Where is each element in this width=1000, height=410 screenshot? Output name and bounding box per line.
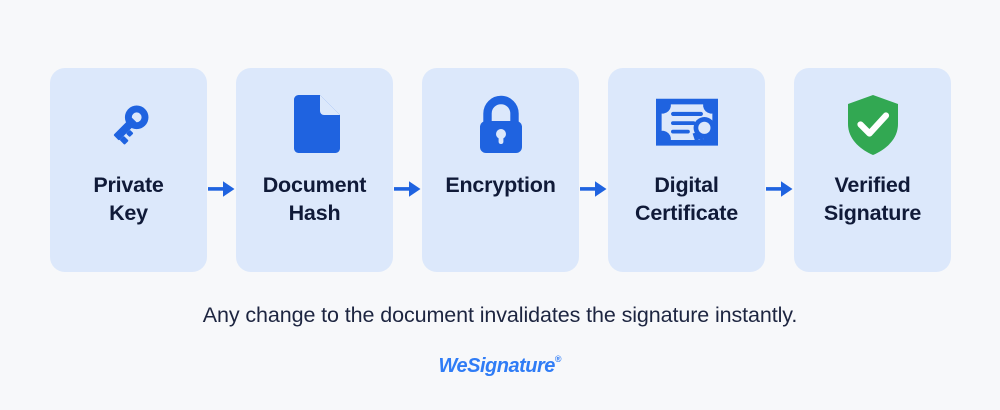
flow-step-label: Digital Certificate [635, 173, 738, 225]
flow-step-label: Private Key [93, 173, 164, 225]
lock-icon [470, 94, 532, 156]
flow-steps-row: Private Key Document Hash [50, 68, 951, 272]
arrow-right-icon [765, 68, 794, 272]
arrow-right-icon [579, 68, 608, 272]
flow-step-encryption[interactable]: Encryption [422, 68, 579, 272]
arrow-right-icon [207, 68, 236, 272]
flow-step-label: Encryption [445, 173, 556, 197]
diagram-caption: Any change to the document invalidates t… [202, 303, 798, 327]
registered-trademark-icon: ® [554, 353, 562, 364]
arrow-right-icon [393, 68, 422, 272]
document-icon [284, 94, 346, 156]
flow-step-verified-signature[interactable]: Verified Signature [794, 68, 951, 272]
flow-step-document-hash[interactable]: Document Hash [236, 68, 393, 272]
brand-logo: WeSignature® [0, 353, 1000, 377]
flow-step-digital-certificate[interactable]: Digital Certificate [608, 68, 765, 272]
key-icon [98, 94, 160, 156]
shield-check-icon [842, 94, 904, 156]
brand-name: WeSignature [438, 355, 555, 377]
flow-step-private-key[interactable]: Private Key [50, 68, 207, 272]
certificate-icon [655, 94, 718, 156]
flow-step-label: Document Hash [262, 173, 367, 225]
flow-step-label: Verified Signature [823, 173, 922, 225]
